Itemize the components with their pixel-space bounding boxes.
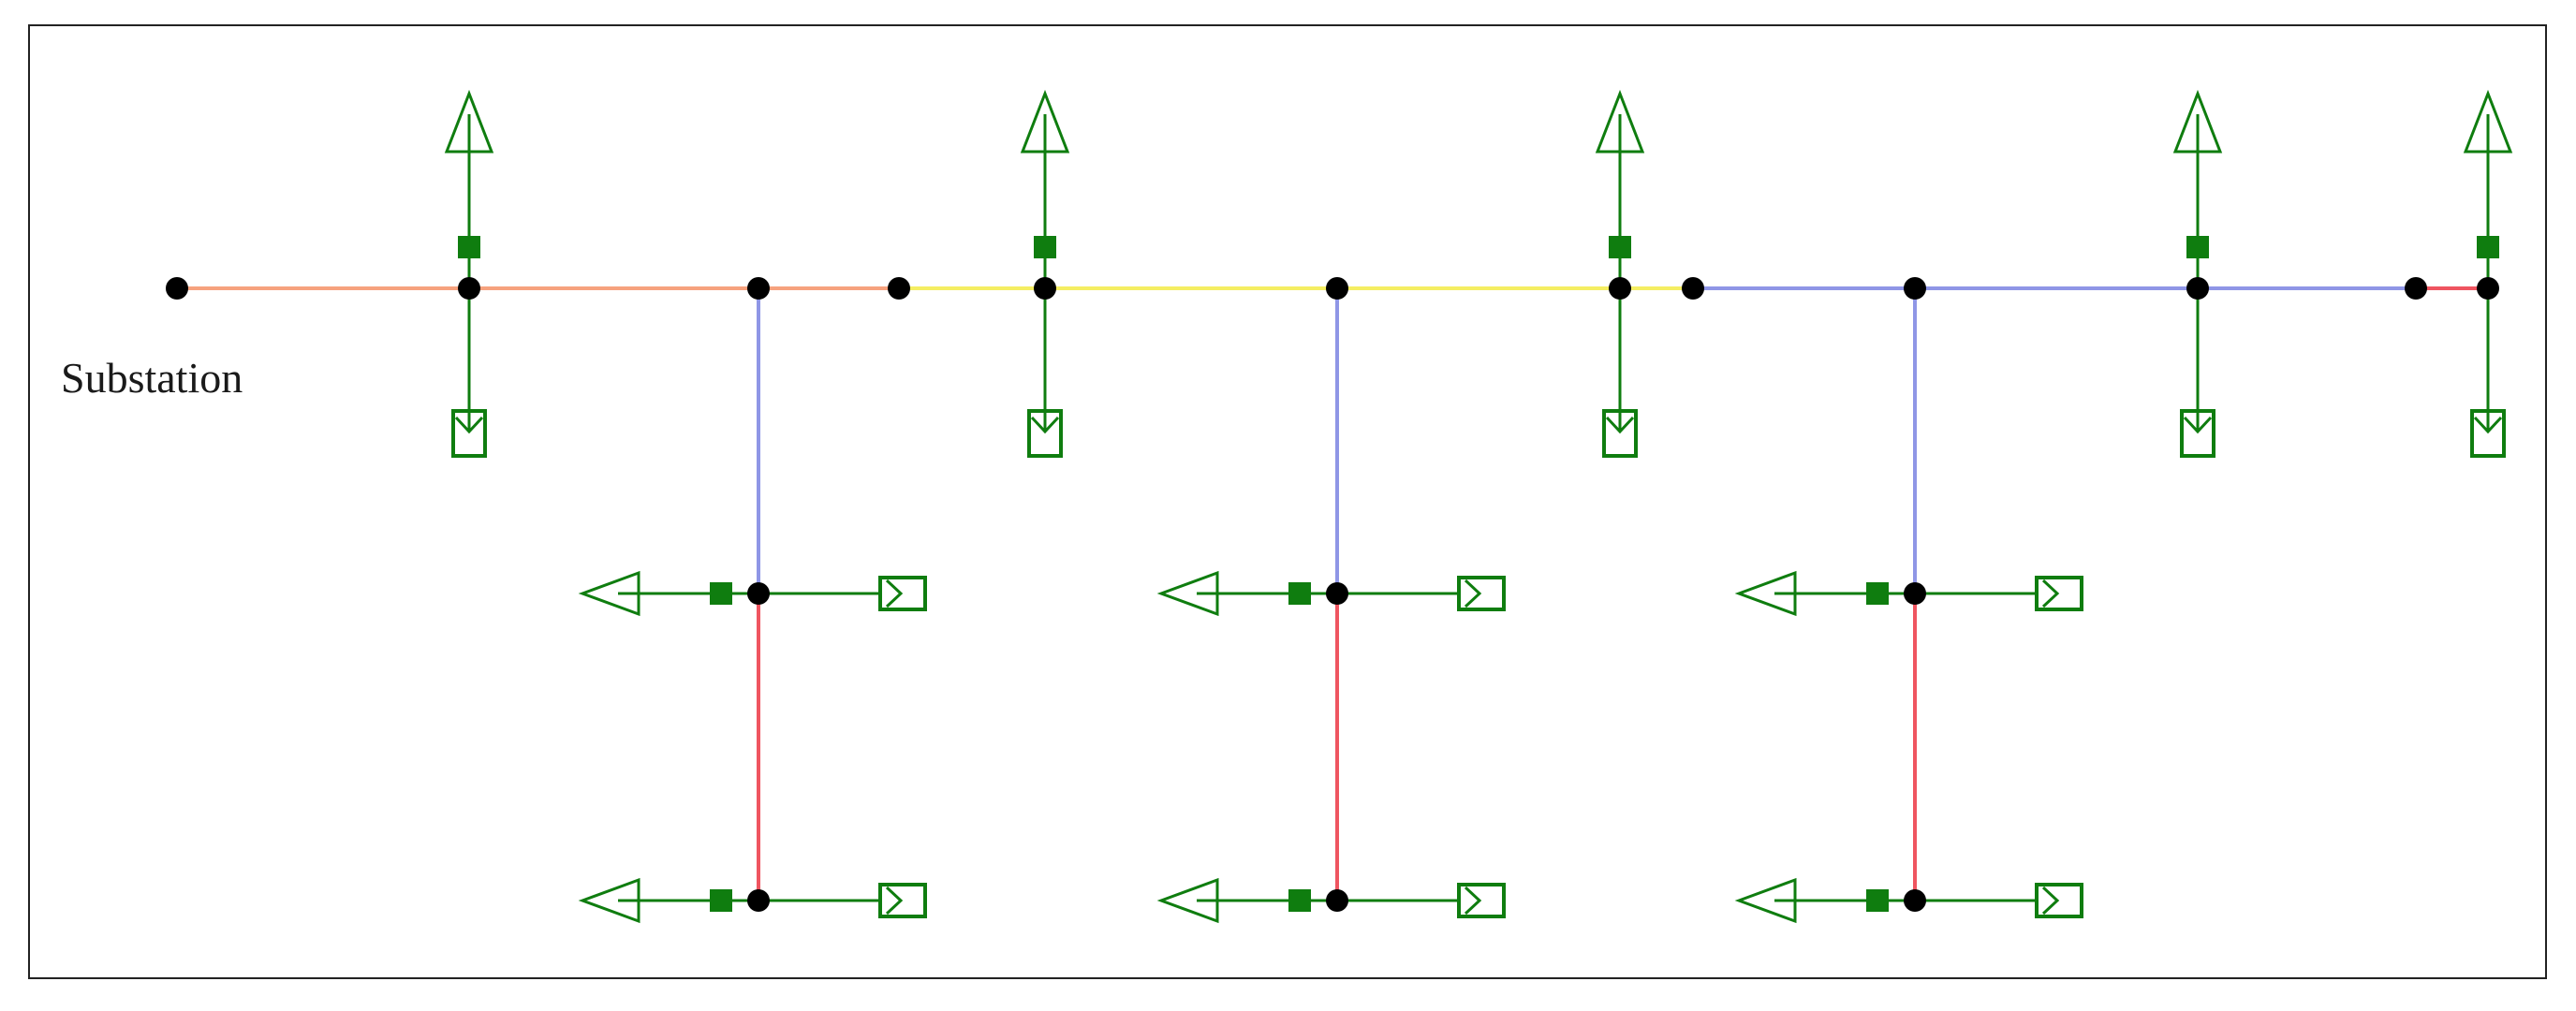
bus-nodes [166, 277, 2499, 912]
bus-node-icon [747, 277, 770, 300]
bus-node-icon [166, 277, 188, 300]
bus-node-icon [1034, 277, 1056, 300]
breaker-icon [2477, 236, 2499, 258]
feeder-lines [177, 286, 2488, 901]
bus-node-icon [2405, 277, 2427, 300]
load-arrow-icon [2463, 89, 2513, 154]
generator-box-icon [1027, 409, 1063, 458]
diagram-frame: Substation [28, 24, 2547, 979]
breaker-icon [1288, 889, 1311, 912]
bus-node-icon [1326, 582, 1348, 605]
bus-node-icon [1904, 582, 1926, 605]
load-arrow-icon [1020, 89, 1070, 154]
generator-chevron-icon [885, 579, 904, 608]
load-arrow-icon [444, 89, 494, 154]
generator-box-icon [2035, 576, 2083, 611]
generator-box-icon [2035, 883, 2083, 918]
generator-box-icon [2180, 409, 2215, 458]
bus-node-icon [2477, 277, 2499, 300]
bus-node-icon [1904, 889, 1926, 912]
load-arrow-icon [578, 570, 640, 617]
breaker-icon [1034, 236, 1056, 258]
substation-label: Substation [61, 354, 243, 402]
load-arrow-icon [2172, 89, 2223, 154]
generator-chevron-icon [1030, 416, 1060, 434]
bus-node-icon [747, 889, 770, 912]
generator-box-icon [1457, 883, 1506, 918]
generator-chevron-icon [1464, 579, 1482, 608]
load-arrow-icon [1734, 570, 1797, 617]
generator-chevron-icon [2183, 416, 2213, 434]
breaker-icon [1609, 236, 1631, 258]
generator-chevron-icon [2041, 579, 2060, 608]
breaker-icon [2186, 236, 2209, 258]
load-arrow-icon [1156, 570, 1219, 617]
bus-node-icon [888, 277, 910, 300]
breaker-icon [710, 889, 732, 912]
load-arrow-icon [1734, 877, 1797, 924]
bus-node-icon [1682, 277, 1704, 300]
breaker-icon [710, 582, 732, 605]
load-arrow-icon [1156, 877, 1219, 924]
breaker-icon [1866, 582, 1889, 605]
breaker-icon [1288, 582, 1311, 605]
bus-node-icon [458, 277, 480, 300]
bus-node-icon [1326, 889, 1348, 912]
generator-box-icon [1602, 409, 1638, 458]
breaker-icon [1866, 889, 1889, 912]
bus-node-icon [1326, 277, 1348, 300]
distribution-network-diagram: Substation [61, 89, 2513, 924]
breaker-icon [458, 236, 480, 258]
generator-chevron-icon [1464, 886, 1482, 916]
generator-box-icon [2470, 409, 2506, 458]
bus-node-icon [1904, 277, 1926, 300]
bus-node-icon [2186, 277, 2209, 300]
bus-node-icon [1609, 277, 1631, 300]
generator-box-icon [451, 409, 487, 458]
generator-box-icon [878, 883, 927, 918]
generator-box-icon [878, 576, 927, 611]
generator-chevron-icon [2041, 886, 2060, 916]
generator-chevron-icon [885, 886, 904, 916]
load-arrow-icon [1595, 89, 1645, 154]
equipment-symbols [444, 89, 2513, 924]
generator-chevron-icon [1605, 416, 1635, 434]
generator-box-icon [1457, 576, 1506, 611]
generator-chevron-icon [2473, 416, 2503, 434]
load-arrow-icon [578, 877, 640, 924]
bus-node-icon [747, 582, 770, 605]
generator-chevron-icon [454, 416, 484, 434]
